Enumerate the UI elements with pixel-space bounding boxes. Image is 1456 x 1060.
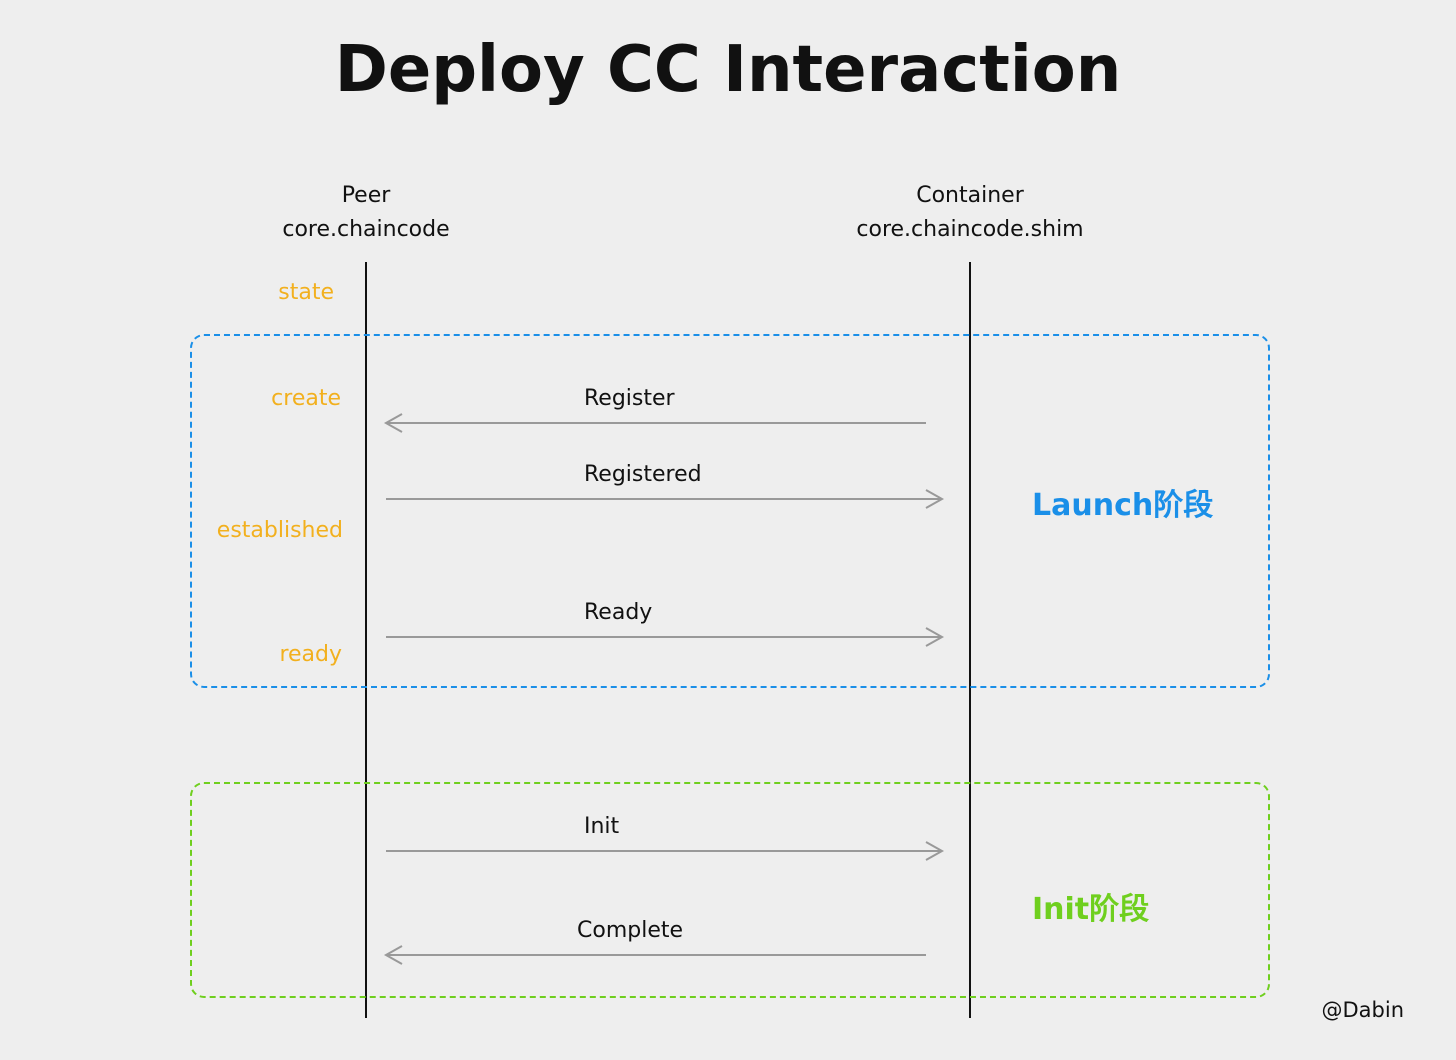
actor-peer: Peer core.chaincode <box>186 179 546 247</box>
arrow-registered <box>386 489 945 509</box>
message-label-ready: Ready <box>584 600 653 625</box>
actor-container-module: core.chaincode.shim <box>856 217 1084 242</box>
launch-phase-label: Launch阶段 <box>1032 488 1214 523</box>
message-label-complete: Complete <box>577 918 684 943</box>
actor-peer-module: core.chaincode <box>282 217 450 242</box>
actor-container: Container core.chaincode.shim <box>790 179 1150 247</box>
arrow-init <box>386 841 945 861</box>
state-create: create <box>271 386 341 411</box>
message-label-registered: Registered <box>584 462 702 487</box>
state-ready: ready <box>279 642 342 667</box>
launch-phase-box <box>190 334 1270 688</box>
state-header: state <box>278 280 334 305</box>
message-label-init: Init <box>584 814 620 839</box>
diagram-title: Deploy CC Interaction <box>334 33 1122 107</box>
arrow-register <box>383 413 926 433</box>
message-label-register: Register <box>584 386 675 411</box>
actor-peer-name: Peer <box>341 183 391 208</box>
arrow-complete <box>383 945 926 965</box>
init-phase-label: Init阶段 <box>1032 892 1150 927</box>
actor-container-name: Container <box>916 183 1024 208</box>
state-established: established <box>216 518 343 543</box>
container-lifeline <box>969 262 971 1018</box>
arrow-ready <box>386 627 945 647</box>
peer-lifeline <box>365 262 367 1018</box>
init-phase-box <box>190 782 1270 998</box>
author-credit: @Dabin <box>1321 998 1404 1022</box>
